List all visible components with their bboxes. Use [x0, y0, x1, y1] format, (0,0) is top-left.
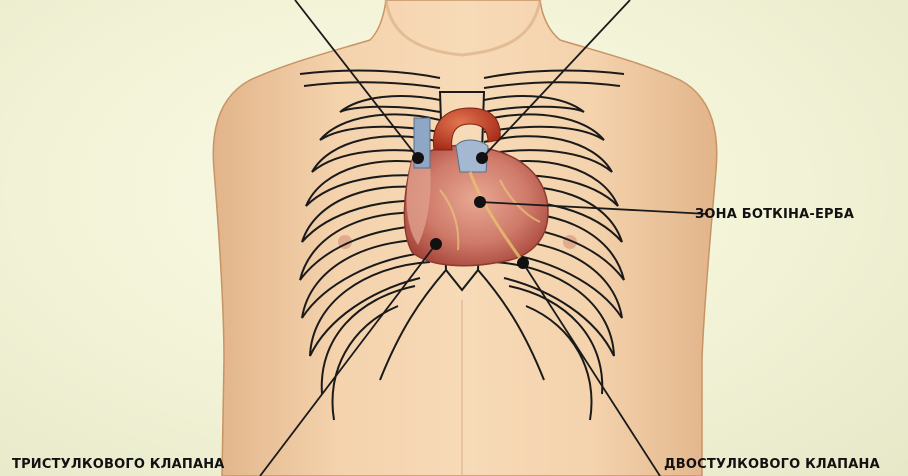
pulmonic-point	[476, 152, 488, 164]
erb-point	[474, 196, 486, 208]
bicuspid-valve-label: ДВОСТУЛКОВОГО КЛАПАНА	[664, 457, 880, 472]
erb-point-label: ЗОНА БОТКІНА-ЕРБА	[695, 207, 854, 222]
aortic-point	[412, 152, 424, 164]
mitral-point	[517, 257, 529, 269]
tricuspid-point	[430, 238, 442, 250]
tricuspid-valve-label: ТРИСТУЛКОВОГО КЛАПАНА	[12, 457, 225, 472]
